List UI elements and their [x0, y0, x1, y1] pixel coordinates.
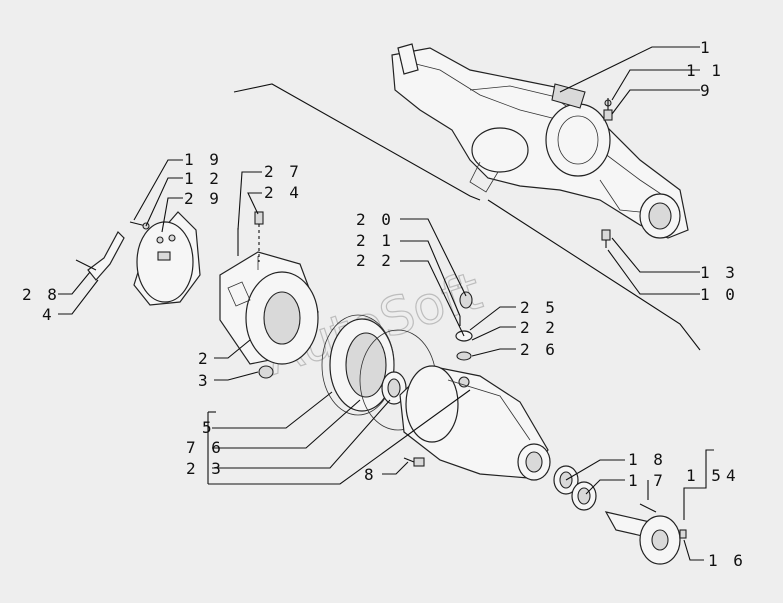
callout-13: 1 3 [700, 263, 738, 282]
bolt-8 [403, 457, 425, 467]
carrier-housing [399, 365, 551, 481]
callout-27: 2 7 [264, 162, 302, 181]
callout-3: 3 [198, 371, 211, 390]
plug-3 [258, 365, 274, 379]
callout-28: 2 8 [22, 285, 60, 304]
callout-12: 1 2 [184, 169, 222, 188]
callout-15: 1 5 [686, 466, 724, 485]
callout-5: 5 [202, 418, 215, 437]
callout-4-left: 4 [42, 305, 55, 324]
bolt-13 [601, 229, 611, 248]
callout-2: 2 [198, 349, 211, 368]
callout-22-upper: 2 2 [356, 251, 394, 270]
callout-18: 1 8 [628, 450, 666, 469]
callout-21: 2 1 [356, 231, 394, 250]
brake-plate [133, 211, 201, 306]
callout-9: 9 [700, 81, 713, 100]
callout-25: 2 5 [520, 298, 558, 317]
callout-8: 8 [364, 465, 377, 484]
callout-29: 2 9 [184, 189, 222, 208]
axle-housing-assembly [391, 43, 689, 240]
bracket-4 [75, 231, 125, 281]
callout-4-right: 4 [726, 466, 739, 485]
callout-23: 2 3 [186, 459, 224, 478]
callout-24: 2 4 [264, 183, 302, 202]
callout-17: 1 7 [628, 471, 666, 490]
callout-labels: 1 1 1 9 1 9 1 2 2 9 2 7 2 4 2 0 2 1 2 2 … [22, 38, 746, 570]
callout-11: 1 1 [686, 61, 724, 80]
section-line-lower [487, 199, 701, 351]
callout-1: 1 [700, 38, 713, 57]
callout-20: 2 0 [356, 210, 394, 229]
breather-stack [455, 291, 473, 361]
stud-16 [679, 529, 687, 539]
callout-10: 1 0 [700, 285, 738, 304]
callout-22-lower: 2 2 [520, 318, 558, 337]
seal-17 [571, 481, 597, 511]
bolt-27-24 [237, 211, 264, 262]
callout-26: 2 6 [520, 340, 558, 359]
axle-shaft [604, 503, 681, 565]
callout-7-6: 7 6 [186, 438, 224, 457]
section-line-upper [233, 83, 481, 201]
callout-19: 1 9 [184, 150, 222, 169]
leader-lines [58, 46, 714, 561]
callout-16: 1 6 [708, 551, 746, 570]
hub-drum [219, 251, 319, 365]
bolt-11 [603, 98, 613, 121]
